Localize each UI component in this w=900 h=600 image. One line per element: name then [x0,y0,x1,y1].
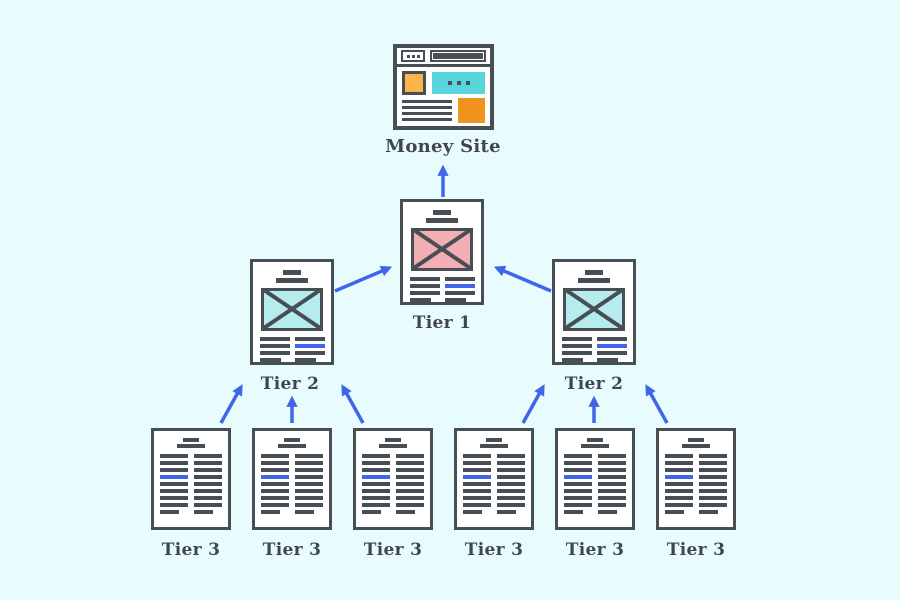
text-column [259,336,290,362]
ad-placeholder-icon [458,98,485,123]
text-column [497,454,525,514]
text-lines-icon [261,454,323,514]
text-column-with-link [463,454,491,514]
text-column-with-link [596,336,627,362]
tier1-document-icon [400,199,484,305]
doc-subtitle-bar [278,444,306,448]
tier3-document-icon [353,428,433,530]
doc-title-bar [183,438,199,442]
text-lines-icon [259,336,325,362]
arrow-tier2-left-to-tier1 [334,265,393,293]
doc-title-bar [587,438,603,442]
browser-address-bar [430,50,486,62]
arrow-tier3-3-to-tier2-left [341,384,365,424]
doc-title-bar [283,270,301,275]
arrow-tier2-right-to-tier1 [493,265,552,293]
text-column [598,454,626,514]
tier2-left-label: Tier 2 [260,374,320,394]
doc-title-bar [688,438,704,442]
doc-subtitle-bar [379,444,407,448]
doc-title-bar [433,210,451,215]
tier3-document-icon [151,428,231,530]
text-column [295,454,323,514]
doc-subtitle-bar [276,277,308,283]
text-lines-icon [160,454,222,514]
arrow-tier3-6-to-tier2-right [645,384,669,424]
image-placeholder-icon [411,227,473,271]
browser-page-content [397,67,490,127]
logo-placeholder-icon [402,71,426,95]
tier3-label: Tier 3 [161,540,221,560]
tier1-label: Tier 1 [412,313,472,333]
tier3-label: Tier 3 [262,540,322,560]
browser-window-icon [393,44,494,130]
tier3-label: Tier 3 [464,540,524,560]
text-lines-icon [564,454,626,514]
text-column [561,336,592,362]
tier2-left-document-icon [250,259,334,365]
tier3-document-icon [454,428,534,530]
banner-placeholder-icon [432,72,485,94]
tier3-document-icon [555,428,635,530]
text-lines-icon [665,454,727,514]
tier2-right-document-icon [552,259,636,365]
browser-menu-dots-icon [401,50,425,62]
text-lines-icon [409,276,475,302]
tier3-label: Tier 3 [363,540,423,560]
doc-title-bar [585,270,603,275]
tier2-right-label: Tier 2 [564,374,624,394]
doc-title-bar [486,438,502,442]
doc-title-bar [385,438,401,442]
text-column [396,454,424,514]
doc-subtitle-bar [682,444,710,448]
tier3-document-icon [656,428,736,530]
doc-title-bar [284,438,300,442]
browser-toolbar [397,48,490,67]
tier3-label: Tier 3 [666,540,726,560]
doc-subtitle-bar [177,444,205,448]
text-column-with-link [362,454,390,514]
text-column-with-link [564,454,592,514]
doc-subtitle-bar [480,444,508,448]
image-placeholder-icon [563,287,625,331]
text-column [409,276,440,302]
tier3-label: Tier 3 [565,540,625,560]
text-column-with-link [665,454,693,514]
image-placeholder-icon [261,287,323,331]
tier3-document-icon [252,428,332,530]
text-column [699,454,727,514]
money-site-label: Money Site [385,136,501,157]
doc-subtitle-bar [581,444,609,448]
doc-subtitle-bar [578,277,610,283]
text-column [194,454,222,514]
arrow-tier3-1-to-tier2-left [219,384,243,424]
doc-subtitle-bar [426,217,458,223]
text-lines-icon [463,454,525,514]
text-column-with-link [294,336,325,362]
text-lines-icon [362,454,424,514]
text-lines-icon [561,336,627,362]
text-column-with-link [261,454,289,514]
text-column-with-link [444,276,475,302]
text-lines-icon [402,98,452,123]
arrow-tier3-4-to-tier2-right [521,384,545,424]
text-column-with-link [160,454,188,514]
